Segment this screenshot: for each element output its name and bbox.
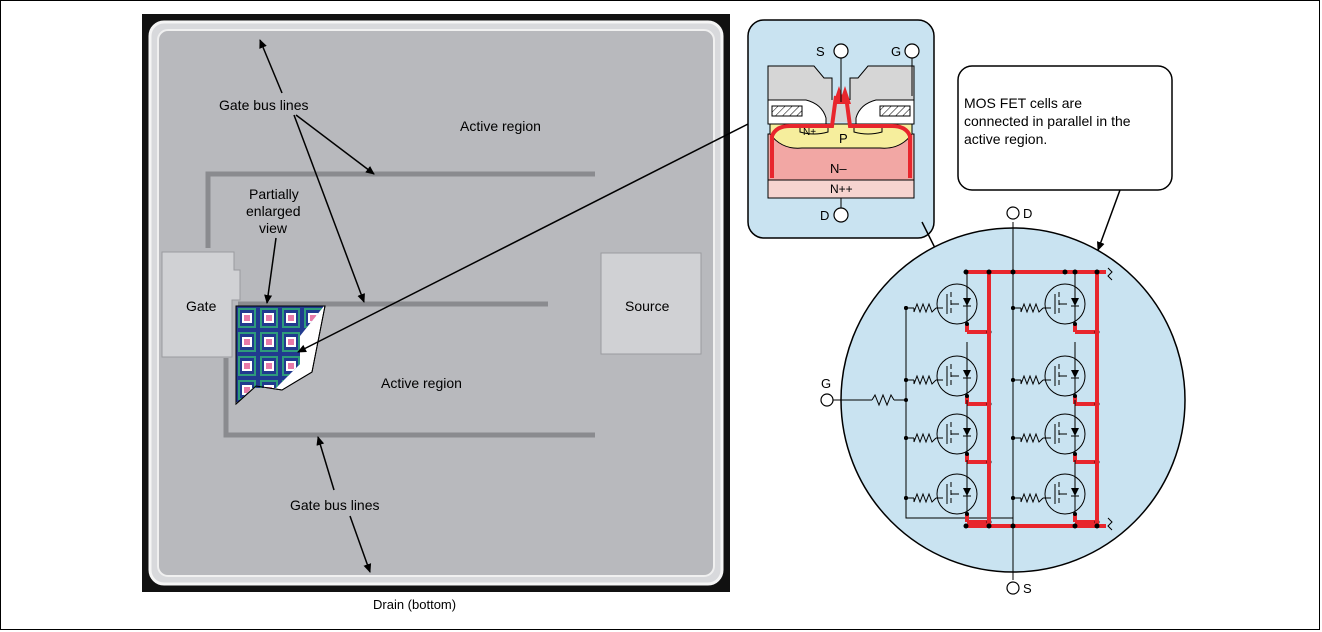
junction-dot: [986, 523, 992, 529]
mosfet-cell: [236, 354, 258, 378]
mosfet-cell: [236, 330, 258, 354]
circuit-label-s: S: [1023, 581, 1032, 596]
junction-dot: [1094, 269, 1100, 275]
mosfet-cell: [258, 330, 280, 354]
gate-pad-label: Gate: [186, 298, 217, 314]
mosfet-cell: [236, 306, 258, 330]
gate-bus-label-bottom: Gate bus lines: [290, 497, 380, 513]
junction-dot: [1062, 269, 1068, 275]
mosfet-cell: [280, 330, 302, 354]
xs-label-d: D: [820, 208, 829, 223]
xs-label-s: S: [816, 44, 825, 59]
gate-bus-label-top: Gate bus lines: [219, 97, 309, 113]
mosfet-symbol: [904, 342, 992, 407]
partial-view-label-2: enlarged: [246, 203, 301, 219]
junction-dot: [1094, 523, 1100, 529]
callout-box: [957, 65, 1173, 191]
active-region-label-top: Active region: [460, 118, 541, 134]
cross-section-panel: [747, 19, 935, 239]
junction-dot: [1072, 523, 1078, 529]
junction-dot: [1010, 523, 1016, 529]
xs-label-p: P: [839, 131, 848, 146]
drain-caption: Drain (bottom): [373, 597, 456, 612]
active-region-label-bottom: Active region: [381, 375, 462, 391]
junction-dot: [1010, 269, 1016, 275]
callout-line-1: MOS FET cells are: [964, 95, 1082, 111]
chip-arrows: [259, 39, 753, 573]
circuit-panel: [820, 206, 1186, 595]
circuit-label-d: D: [1023, 206, 1032, 221]
junction-dot: [963, 269, 969, 275]
junction-dot: [986, 269, 992, 275]
callout-line-3: active region.: [964, 131, 1047, 147]
junction-dot: [963, 523, 969, 529]
xs-label-nplusplus: N++: [830, 182, 853, 196]
xs-label-nminus: N–: [830, 161, 847, 176]
xs-label-g: G: [891, 44, 901, 59]
callout-line-2: connected in parallel in the: [964, 113, 1131, 129]
gate-pad: [161, 251, 241, 358]
source-pad-label: Source: [625, 298, 670, 314]
xs-label-nplus: N+: [803, 127, 816, 138]
circuit-label-g: G: [821, 376, 831, 391]
mosfet-symbol: [1011, 270, 1100, 335]
source-pad: [600, 252, 702, 355]
junction-dot: [1072, 269, 1078, 275]
mosfet-cell: [280, 306, 302, 330]
mosfet-cell: [258, 354, 280, 378]
cell-array: [235, 305, 326, 406]
partial-view-label-1: Partially: [249, 186, 299, 202]
partial-view-label-3: view: [259, 220, 288, 236]
mosfet-cell: [258, 306, 280, 330]
